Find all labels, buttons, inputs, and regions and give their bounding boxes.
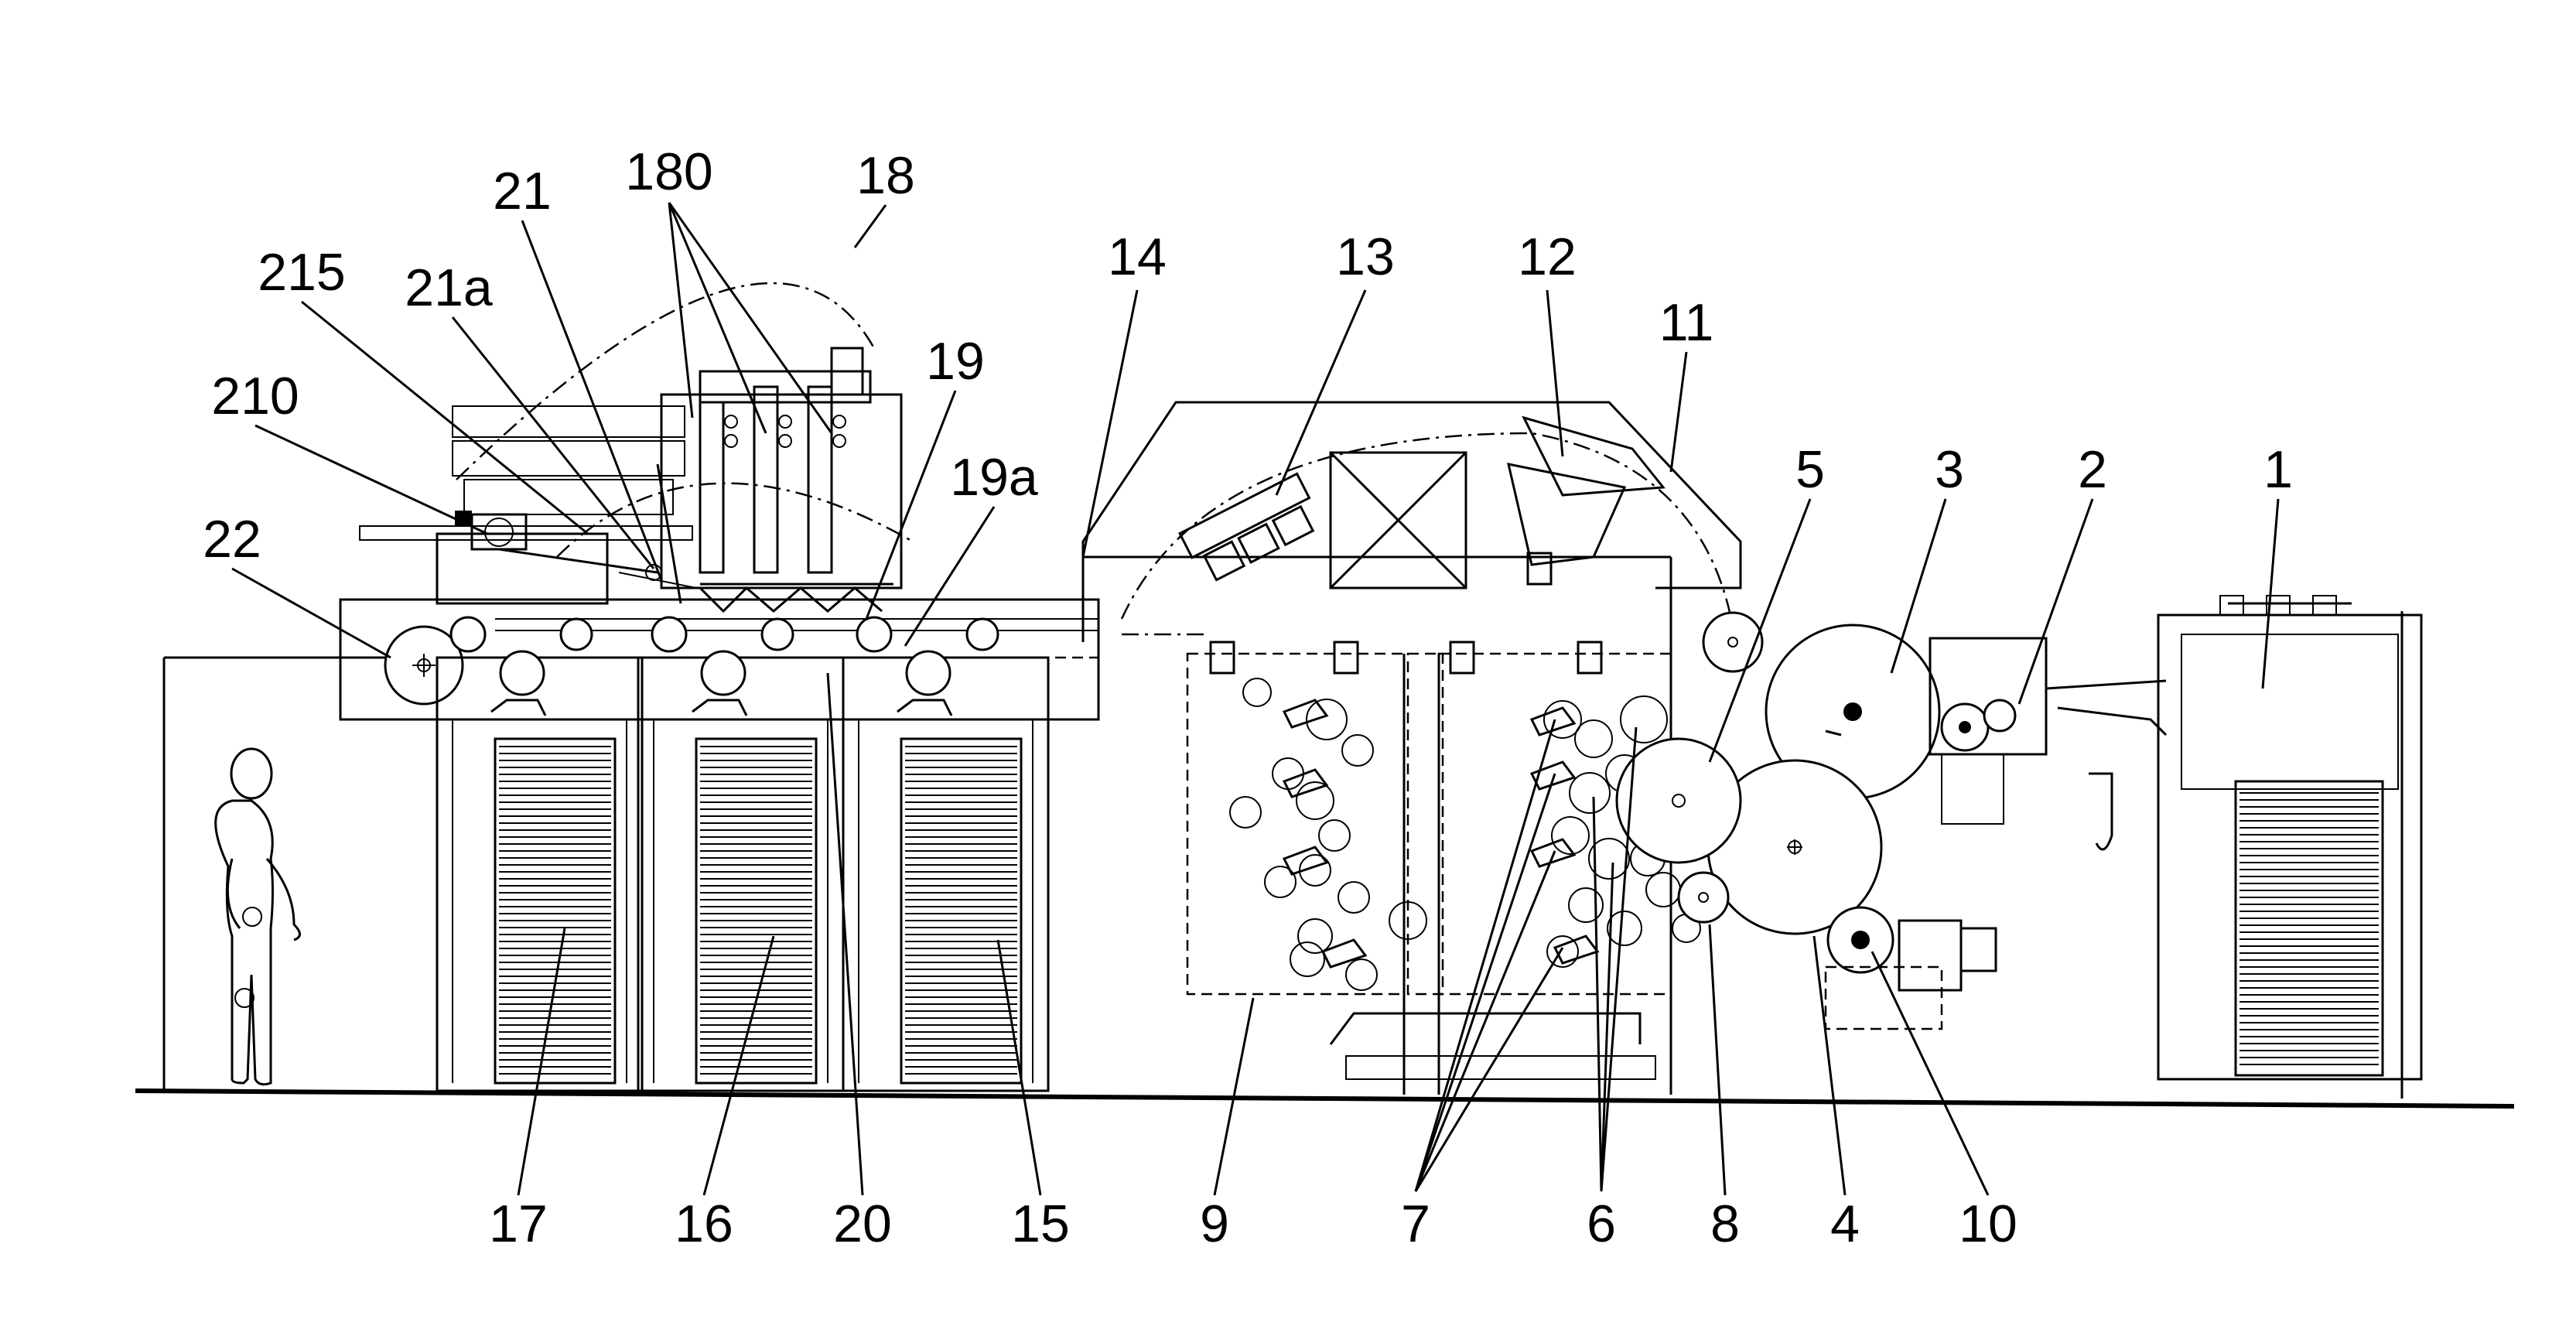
person-figure: [216, 749, 300, 1085]
label-15: 15: [1011, 1194, 1070, 1253]
label-3: 3: [1935, 440, 1964, 499]
label-17: 17: [489, 1194, 548, 1253]
label-21a: 21a: [405, 258, 493, 317]
label-18: 18: [856, 146, 915, 205]
label-19: 19: [926, 332, 985, 391]
label-2: 2: [2078, 440, 2107, 499]
floor-line: [135, 1091, 2514, 1106]
label-8: 8: [1710, 1194, 1740, 1253]
cylinder-5: [1617, 739, 1741, 863]
label-22: 22: [203, 510, 261, 569]
label-1: 1: [2263, 440, 2293, 499]
label-16: 16: [675, 1194, 733, 1253]
cylinder-8: [1679, 873, 1728, 922]
tower-17: [437, 617, 642, 1091]
label-6: 6: [1587, 1194, 1616, 1253]
feeder-stack: [2239, 793, 2379, 1064]
label-10: 10: [1959, 1194, 2017, 1253]
label-21: 21: [493, 162, 552, 220]
label-13: 13: [1336, 227, 1395, 286]
label-5: 5: [1795, 440, 1825, 499]
tower-16: [638, 617, 843, 1091]
label-11: 11: [1659, 293, 1714, 352]
label-20: 20: [833, 1194, 892, 1253]
label-12: 12: [1518, 227, 1577, 286]
stacker-towers: [437, 617, 1048, 1091]
tower-15: [843, 617, 1048, 1091]
label-210: 210: [211, 367, 299, 425]
upper-unit-18: [360, 283, 913, 611]
label-9: 9: [1200, 1194, 1229, 1253]
label-215: 215: [258, 243, 345, 302]
label-4: 4: [1830, 1194, 1860, 1253]
cylinder-2: [1930, 638, 2046, 824]
label-180: 180: [625, 142, 712, 201]
back-wall: [164, 658, 453, 1091]
label-7: 7: [1401, 1194, 1430, 1253]
label-14: 14: [1108, 227, 1167, 286]
roller-cylinder-11: [1703, 613, 1762, 671]
unit-10: [1826, 907, 1996, 1029]
label-19a: 19a: [950, 448, 1038, 507]
printing-unit-frame: [1083, 402, 1741, 1095]
